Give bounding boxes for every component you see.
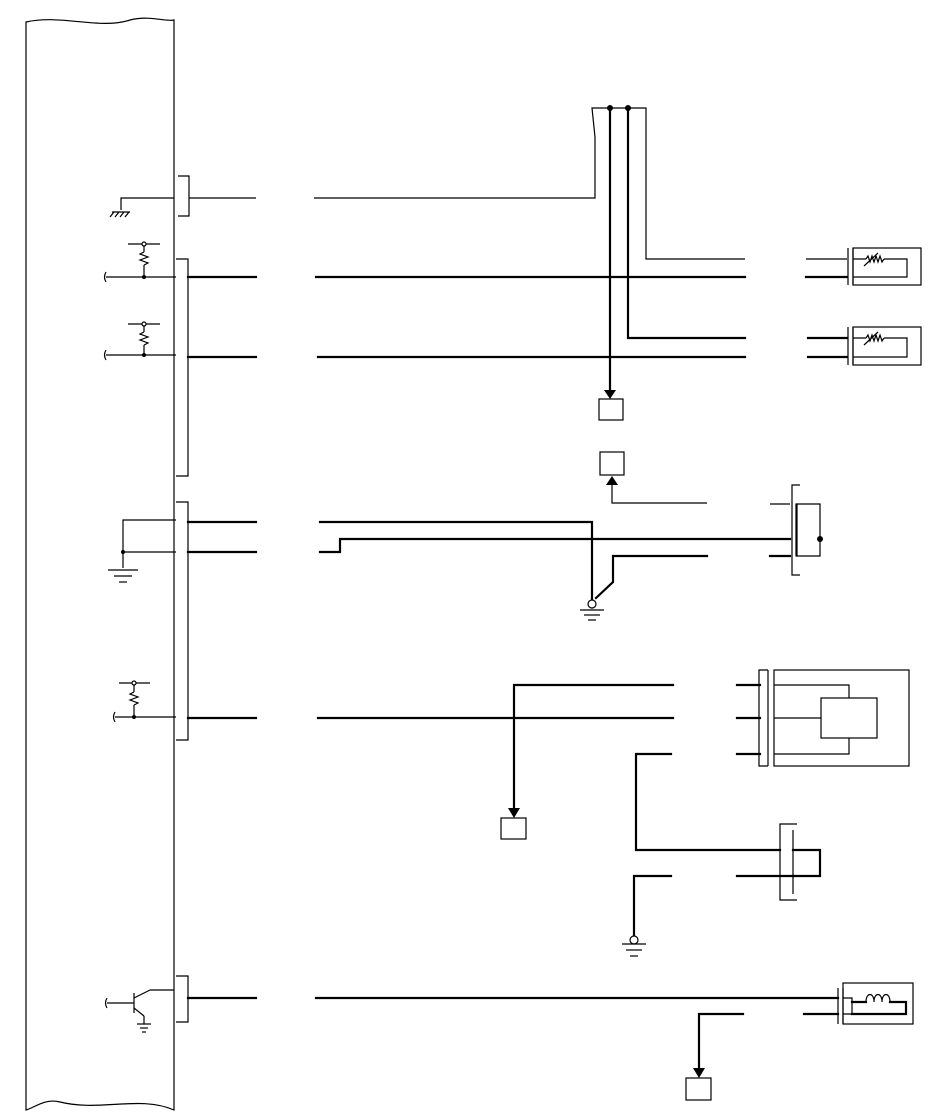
arrow-down-icon xyxy=(508,808,520,818)
arrow-down-icon xyxy=(693,1068,705,1078)
coil-icon xyxy=(865,993,891,1003)
transistor-icon xyxy=(104,989,174,1033)
connector-3 xyxy=(108,501,258,741)
wire-reference-up xyxy=(599,451,707,504)
actuator-module xyxy=(735,669,910,767)
temperature-sensor-1 xyxy=(804,247,922,286)
reference-box xyxy=(599,451,625,476)
thermistor-icon xyxy=(863,331,885,346)
pullup-resistor-icon xyxy=(103,321,176,361)
solenoid-coil xyxy=(314,982,914,1101)
reference-box xyxy=(598,398,624,421)
wire-ground-splice xyxy=(314,105,747,421)
arrow-down-icon xyxy=(604,390,616,399)
thermistor-icon xyxy=(863,252,885,267)
pullup-resistor-icon xyxy=(112,680,176,723)
sensor-connector xyxy=(768,484,823,576)
wire-sensor-pair xyxy=(318,520,792,621)
connector-2 xyxy=(103,241,258,477)
arrow-up-icon xyxy=(606,476,618,485)
ground-icon xyxy=(580,609,604,621)
pullup-resistor-icon xyxy=(103,241,176,283)
ground-icon xyxy=(108,569,138,583)
wire-module xyxy=(316,683,782,852)
reference-box xyxy=(685,1077,712,1101)
control-unit-body xyxy=(25,17,175,1111)
switch-connector xyxy=(622,823,822,957)
connector-4 xyxy=(104,975,258,1033)
connector-1 xyxy=(109,175,256,218)
reference-box xyxy=(500,817,527,840)
ground-icon xyxy=(622,943,646,957)
temperature-sensor-2 xyxy=(806,326,922,366)
